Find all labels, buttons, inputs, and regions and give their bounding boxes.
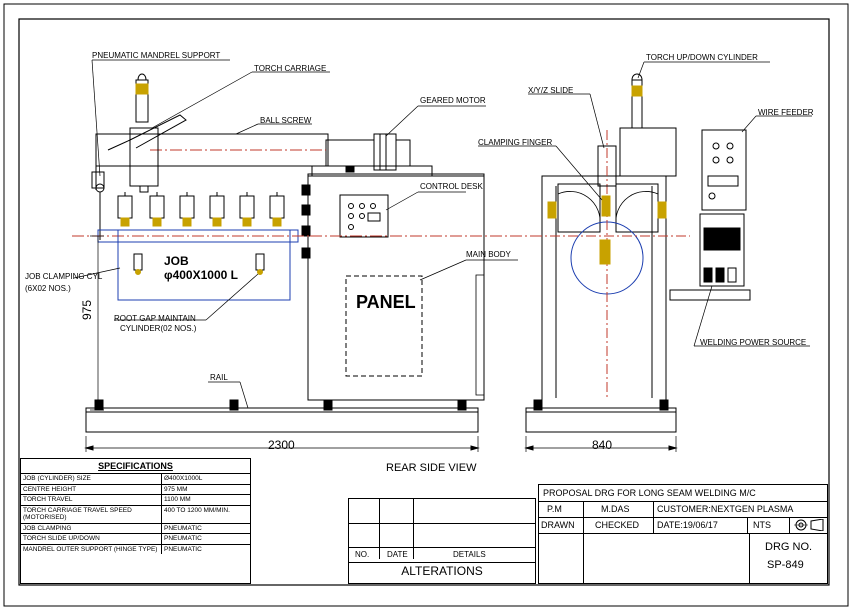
label-control-desk: CONTROL DESK [420, 182, 483, 191]
title-block: PROPOSAL DRG FOR LONG SEAM WELDING M/C P… [538, 484, 828, 584]
job-outline [117, 229, 291, 301]
title-block-checked: CHECKED [595, 520, 640, 530]
alterations-col-details: DETAILS [453, 550, 486, 559]
title-block-date: DATE:19/06/17 [657, 520, 718, 530]
alterations-block: NO. DATE DETAILS ALTERATIONS [348, 498, 536, 584]
spec-value: PNEUMATIC [161, 533, 250, 545]
spec-key: TORCH SLIDE UP/DOWN [21, 533, 162, 545]
up-down-cylinder [135, 79, 149, 123]
rail-foot [94, 399, 104, 411]
spec-key: JOB (CYLINDER) SIZE [21, 474, 162, 485]
specifications-title: SPECIFICATIONS [21, 459, 250, 474]
alterations-col-date: DATE [387, 550, 408, 559]
label-panel: PANEL [356, 292, 416, 312]
alterations-col-no: NO. [355, 550, 370, 559]
label-root-gap-2: CYLINDER(02 NOS.) [120, 324, 197, 333]
spec-value: Ø400X1000L [161, 474, 250, 485]
welding-power-source [699, 213, 745, 287]
dim-height: 975 [80, 299, 94, 320]
job-clamping-cylinders [117, 192, 285, 227]
label-welding-power-source: WELDING POWER SOURCE [700, 338, 807, 347]
spec-key: TORCH CARRIAGE TRAVEL SPEED (MOTORISED) [21, 505, 162, 524]
control-desk [339, 194, 389, 238]
view-title-rear-side: REAR SIDE VIEW [386, 462, 477, 474]
spec-row: MANDREL OUTER SUPPORT (HINGE TYPE)PNEUMA… [21, 544, 250, 554]
label-xyz-slide: X/Y/Z SLIDE [528, 86, 574, 95]
panel-box [345, 275, 423, 377]
spec-value: 975 MM [161, 484, 250, 495]
label-root-gap-1: ROOT GAP MAINTAIN [114, 314, 196, 323]
dim-length: 2300 [268, 438, 295, 452]
spec-key: JOB CLAMPING [21, 523, 162, 534]
spec-key: TORCH TRAVEL [21, 494, 162, 506]
title-block-pm-name: M.DAS [601, 504, 630, 514]
label-wire-feeder: WIRE FEEDER [758, 108, 814, 117]
spec-value: PNEUMATIC [161, 523, 250, 534]
label-clamping-finger: CLAMPING FINGER [478, 138, 553, 147]
label-torch-carriage: TORCH CARRIAGE [254, 64, 327, 73]
label-pneumatic-mandrel-support: PNEUMATIC MANDREL SUPPORT [92, 51, 221, 60]
label-job-clamping-qty: (6X02 NOS.) [25, 284, 71, 293]
title-block-drg-no-label: DRG NO. [765, 541, 813, 553]
title-block-scale: NTS [753, 520, 771, 530]
label-job-size: φ400X1000 L [164, 268, 238, 282]
ball-screw-beam [95, 133, 329, 167]
label-torch-up-down-cylinder: TORCH UP/DOWN CYLINDER [646, 53, 758, 62]
side-body [541, 175, 667, 409]
label-main-body: MAIN BODY [466, 250, 511, 259]
spec-row: TORCH CARRIAGE TRAVEL SPEED (MOTORISED)4… [21, 505, 250, 524]
xyz-slide [597, 145, 617, 187]
title-block-drg-no: SP-849 [767, 559, 804, 571]
wire-feeder [701, 129, 747, 211]
front-view [72, 59, 540, 452]
label-geared-motor: GEARED MOTOR [420, 96, 486, 105]
label-rail: RAIL [210, 373, 228, 382]
title-block-title: PROPOSAL DRG FOR LONG SEAM WELDING M/C [543, 488, 756, 498]
title-block-pm-label: P.M [547, 504, 562, 514]
dim-width: 840 [592, 438, 613, 452]
spec-value: PNEUMATIC [164, 545, 202, 553]
side-carriage [619, 127, 677, 177]
clamp-frame-left [557, 183, 601, 233]
power-source-platform [669, 289, 751, 301]
torch-carriage [129, 127, 159, 187]
spec-key: MANDREL OUTER SUPPORT (HINGE TYPE) [21, 544, 162, 554]
spec-key: CENTRE HEIGHT [21, 484, 162, 495]
spec-value: 400 TO 1200 MM/MIN. [161, 505, 250, 524]
title-block-drawn: DRAWN [541, 520, 575, 530]
geared-motor [373, 133, 397, 171]
side-view [478, 61, 812, 452]
root-gap-cylinders [133, 253, 265, 275]
rail-base [85, 407, 479, 433]
label-ball-screw: BALL SCREW [260, 116, 312, 125]
label-job: JOB [164, 254, 189, 268]
label-job-clamping-cyl: JOB CLAMPING CYL [25, 272, 103, 281]
torch-up-down-cylinder [631, 79, 643, 129]
spec-value: 1100 MM [161, 494, 250, 506]
title-block-customer: CUSTOMER:NEXTGEN PLASMA [657, 504, 794, 514]
projection-symbol-icon [794, 519, 824, 531]
main-body [307, 173, 485, 401]
alterations-footer: ALTERATIONS [401, 564, 483, 578]
